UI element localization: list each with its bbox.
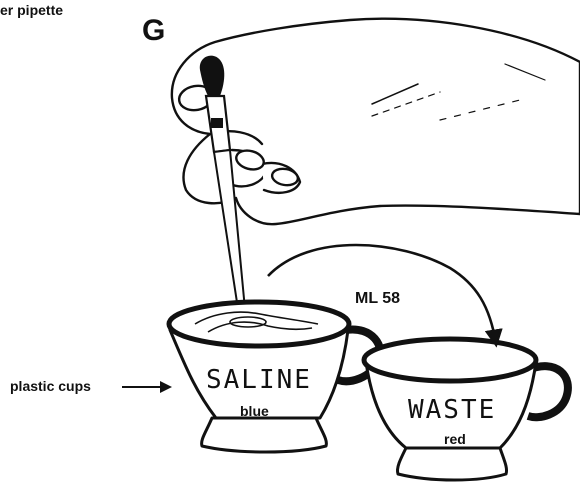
transfer-label: ML 58: [355, 290, 400, 308]
figure-letter: G: [142, 14, 165, 48]
top-caption: er pipette: [0, 2, 63, 18]
cups-pointer-arrow: [122, 381, 172, 393]
saline-cup-color: blue: [240, 403, 269, 419]
waste-cup-name: WASTE: [408, 395, 496, 425]
waste-cup-color: red: [444, 431, 466, 447]
saline-cup-name: SALINE: [206, 365, 312, 395]
plastic-cups-label: plastic cups: [10, 378, 91, 394]
